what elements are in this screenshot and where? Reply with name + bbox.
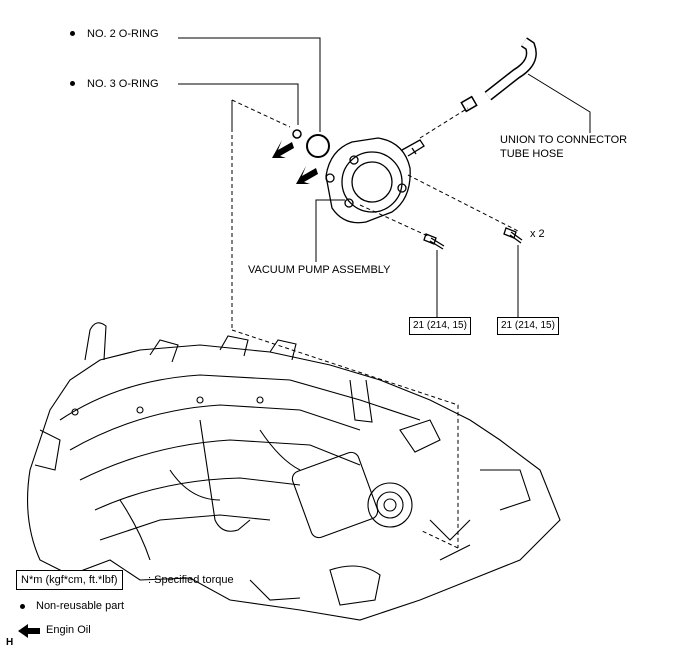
legend-torque-unit: N*m (kgf*cm, ft.*lbf)	[16, 570, 123, 590]
label-vacuum-pump: VACUUM PUMP ASSEMBLY	[248, 264, 391, 276]
legend-non-reusable: Non-reusable part	[36, 600, 125, 612]
leader-o-ring-2	[178, 37, 321, 132]
leader-o-ring-3	[178, 83, 299, 125]
dash-frame	[231, 99, 291, 128]
label-hose-line-2: TUBE HOSE	[500, 148, 564, 160]
corner-mark: H	[6, 637, 14, 648]
hose-clip	[460, 95, 478, 113]
legend-oil: Engin Oil	[46, 624, 91, 636]
leader-hose	[527, 73, 591, 133]
label-o-ring-3: NO. 3 O-RING	[87, 78, 159, 90]
apply-arrow-icon	[272, 140, 318, 184]
bullet-icon	[70, 31, 75, 36]
bolt-left	[423, 233, 445, 250]
torque-spec-left: 21 (214, 15)	[409, 317, 471, 335]
engine-block	[26, 322, 561, 621]
label-hose-line-1: UNION TO CONNECTOR	[500, 134, 628, 146]
bullet-icon	[70, 81, 75, 86]
label-bolt-qty: x 2	[530, 228, 545, 240]
vacuum-pump	[325, 137, 425, 224]
label-o-ring-2: NO. 2 O-RING	[87, 28, 159, 40]
o-ring-2	[306, 134, 330, 158]
torque-spec-right: 21 (214, 15)	[497, 317, 559, 335]
o-ring-3	[292, 129, 302, 139]
bolt-right	[503, 227, 523, 244]
leader-pump	[315, 199, 345, 262]
legend-torque-desc: : Specified torque	[148, 574, 234, 586]
bullet-icon	[20, 604, 25, 609]
